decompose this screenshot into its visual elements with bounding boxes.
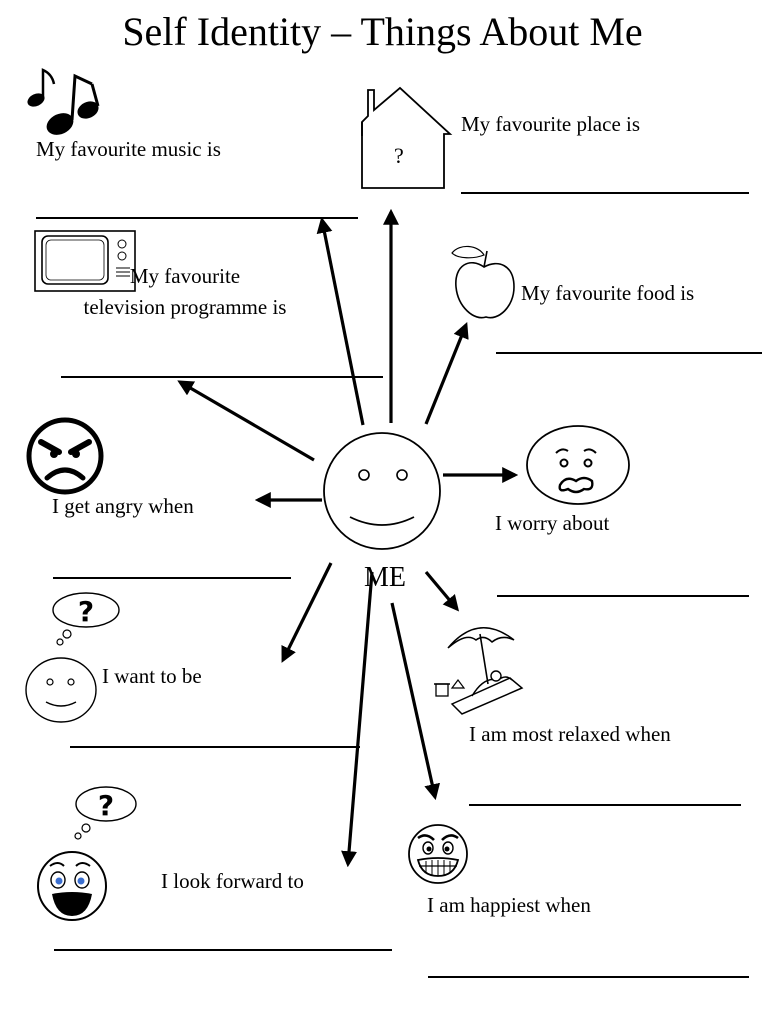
thinking-face-icon: ?: [25, 592, 120, 723]
answer-want-field[interactable]: [70, 724, 360, 748]
me-label: ME: [364, 562, 406, 593]
prompt-want: I want to be: [102, 664, 202, 688]
svg-text:?: ?: [98, 789, 114, 822]
arrow-want: [281, 562, 333, 663]
svg-text:?: ?: [78, 595, 94, 628]
house-question-mark: ?: [394, 143, 404, 168]
answer-relaxed-field[interactable]: [469, 782, 741, 806]
answer-tv-field[interactable]: [61, 354, 383, 378]
music-notes-icon: [27, 68, 100, 135]
arrow-happiest: [390, 602, 441, 801]
beach-umbrella-icon: [434, 627, 524, 715]
prompt-music: My favourite music is: [36, 137, 221, 161]
arrow-tv: [177, 380, 315, 462]
television-icon: [34, 230, 136, 292]
prompt-happiest: I am happiest when: [427, 893, 591, 917]
apple-icon: [451, 245, 515, 319]
prompt-relaxed: I am most relaxed when: [469, 722, 671, 746]
prompt-tv-line1: My favourite: [129, 264, 241, 288]
arrow-relaxed: [424, 570, 460, 612]
arrow-forward: [341, 571, 374, 868]
worried-face-icon: [526, 425, 630, 505]
answer-angry-field[interactable]: [53, 555, 291, 579]
answer-music-field[interactable]: [36, 195, 358, 219]
prompt-food: My favourite food is: [521, 281, 695, 305]
answer-place-field[interactable]: [461, 170, 749, 194]
answer-forward-field[interactable]: [54, 927, 392, 951]
prompt-angry: I get angry when: [52, 494, 194, 518]
angry-face-icon: [26, 417, 104, 495]
prompt-forward: I look forward to: [161, 869, 304, 893]
arrow-food: [424, 322, 469, 425]
answer-worry-field[interactable]: [497, 573, 749, 597]
prompt-worry: I worry about: [495, 511, 610, 535]
page-title: Self Identity – Things About Me: [122, 9, 643, 54]
excited-face-icon: ?: [37, 786, 137, 921]
grinning-face-icon: [408, 824, 468, 884]
arrow-music: [316, 216, 365, 426]
prompt-tv-line2: television programme is: [83, 295, 287, 319]
prompt-place: My favourite place is: [461, 112, 641, 136]
answer-food-field[interactable]: [496, 330, 762, 354]
answer-happiest-field[interactable]: [428, 954, 749, 978]
me-face: [323, 432, 441, 550]
house-icon: [361, 86, 453, 189]
